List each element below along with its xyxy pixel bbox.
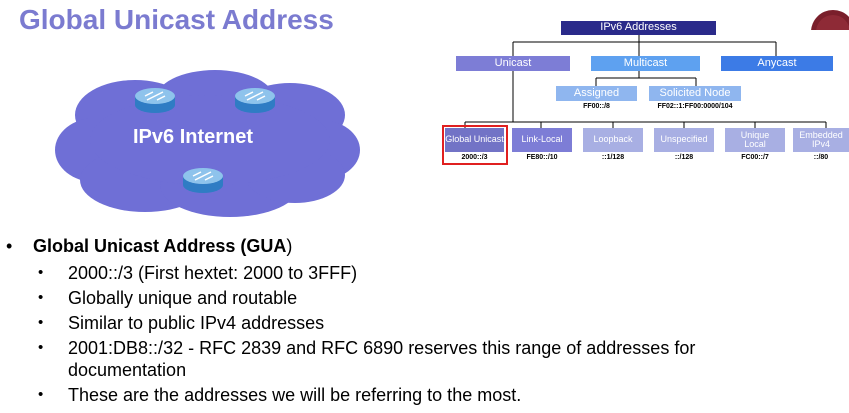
sub-bullet-item: These are the addresses we will be refer… — [68, 385, 522, 405]
sub-bullet-dot: • — [38, 386, 44, 403]
bullet-main-tail: ) — [286, 236, 293, 256]
tree-node-multicast: Multicast — [591, 56, 700, 71]
tree-node-unicast: Unicast — [456, 56, 570, 71]
router-icon — [183, 168, 223, 193]
assigned-prefix: FF00::/8 — [583, 103, 610, 110]
embedded-ipv4-prefix: ::/80 — [813, 154, 829, 161]
page-title: Global Unicast Address — [19, 4, 334, 35]
bullet-dot: • — [6, 236, 13, 256]
gua-highlight-box — [442, 125, 508, 165]
gua-prefix: 2000::/3 — [461, 154, 488, 161]
tree-node-unique-local: Unique Local — [725, 128, 785, 152]
tree-node-loopback: Loopback — [583, 128, 643, 152]
sub-bullet-dot: • — [38, 289, 44, 306]
sub-bullet-item: 2001:DB8::/32 - RFC 2839 and RFC 6890 re… — [68, 338, 696, 380]
solicited-node-prefix: FF02::1:FF00:0000/104 — [657, 103, 733, 110]
sub-bullet-dot: • — [38, 314, 44, 331]
tree-node-link-local: Link-Local — [512, 128, 572, 152]
sub-bullet-item: 2000::/3 (First hextet: 2000 to 3FFF) — [68, 263, 358, 283]
cloud-label: IPv6 Internet — [133, 126, 254, 148]
tree-node-global-unicast: Global Unicast — [445, 128, 504, 152]
bullet-main: Global Unicast Address (GUA) — [33, 236, 292, 257]
tree-node-assigned: Assigned — [556, 86, 637, 101]
logo-icon — [803, 8, 849, 30]
unspecified-prefix: ::/128 — [674, 154, 694, 161]
sub-bullet-dot: • — [38, 339, 44, 356]
router-icon — [235, 88, 275, 113]
sub-bullet-dot: • — [38, 264, 44, 281]
ipv6-internet-cloud: IPv6 Internet — [55, 70, 365, 220]
loopback-prefix: ::1/128 — [601, 154, 625, 161]
ipv6-address-tree: IPv6 Addresses Unicast Multicast Anycast… — [438, 18, 849, 168]
tree-node-unspecified: Unspecified — [654, 128, 714, 152]
link-local-prefix: FE80::/10 — [526, 154, 558, 161]
cloud-icon — [55, 70, 360, 217]
sub-bullet-item: Similar to public IPv4 addresses — [68, 313, 325, 333]
unique-local-prefix: FC00::/7 — [741, 154, 769, 161]
tree-node-embedded-ipv4: Embedded IPv4 — [793, 128, 849, 152]
tree-connectors — [464, 34, 827, 128]
tree-node-solicited-node: Solicited Node — [649, 86, 741, 101]
sub-bullet-item: Globally unique and routable — [68, 288, 298, 308]
tree-root-ipv6-addresses: IPv6 Addresses — [561, 21, 716, 35]
bullet-main-bold: Global Unicast Address (GUA — [33, 236, 287, 256]
tree-node-anycast: Anycast — [721, 56, 833, 71]
router-icon — [135, 88, 175, 113]
